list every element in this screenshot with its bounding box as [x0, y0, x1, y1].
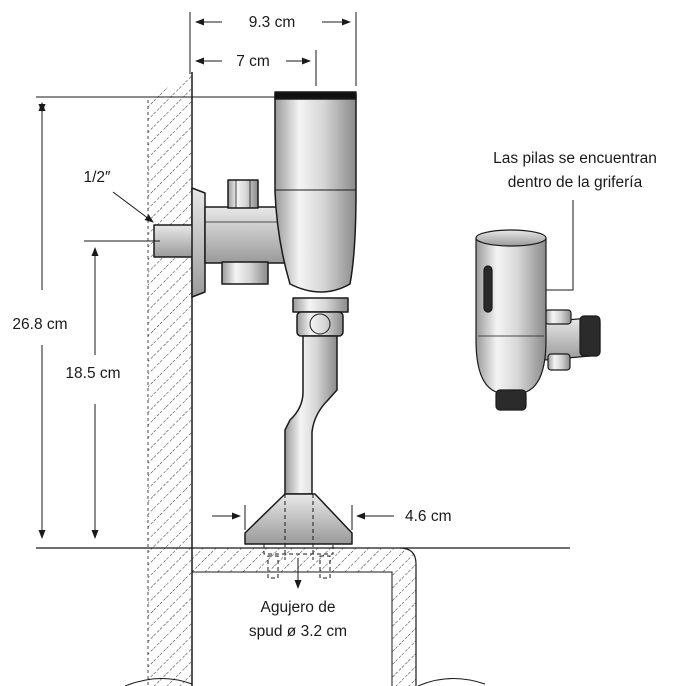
product-render	[475, 229, 601, 411]
dimension-9-3: 9.3 cm	[189, 12, 357, 86]
body-width-label: 7 cm	[236, 53, 270, 70]
dimension-26-8: 26.8 cm	[12, 96, 278, 539]
battery-note-line1: Las pilas se encuentran	[493, 150, 657, 167]
total-width-label: 9.3 cm	[249, 14, 296, 31]
inlet-height-label: 18.5 cm	[65, 365, 120, 382]
spud-label-line2: spud ø 3.2 cm	[249, 623, 347, 640]
flange-width-label: 4.6 cm	[405, 508, 452, 525]
spud-callout: Agujero de spud ø 3.2 cm	[249, 558, 347, 640]
flush-valve	[153, 91, 357, 545]
spud-label-line1: Agujero de	[261, 599, 336, 616]
battery-note-line2: dentro de la grifería	[508, 174, 643, 191]
dimension-7: 7 cm	[195, 50, 317, 86]
dimension-4-6: 4.6 cm	[212, 505, 452, 530]
dimension-18-5: 18.5 cm	[65, 240, 160, 539]
inlet-size-label: 1/2″	[83, 169, 111, 186]
floor-structure	[36, 547, 570, 686]
spud-thread	[263, 494, 334, 579]
height-total-label: 26.8 cm	[12, 316, 67, 333]
wall	[147, 72, 193, 686]
inlet-callout: 1/2″	[83, 169, 154, 223]
battery-callout: Las pilas se encuentran dentro de la gri…	[493, 150, 657, 294]
